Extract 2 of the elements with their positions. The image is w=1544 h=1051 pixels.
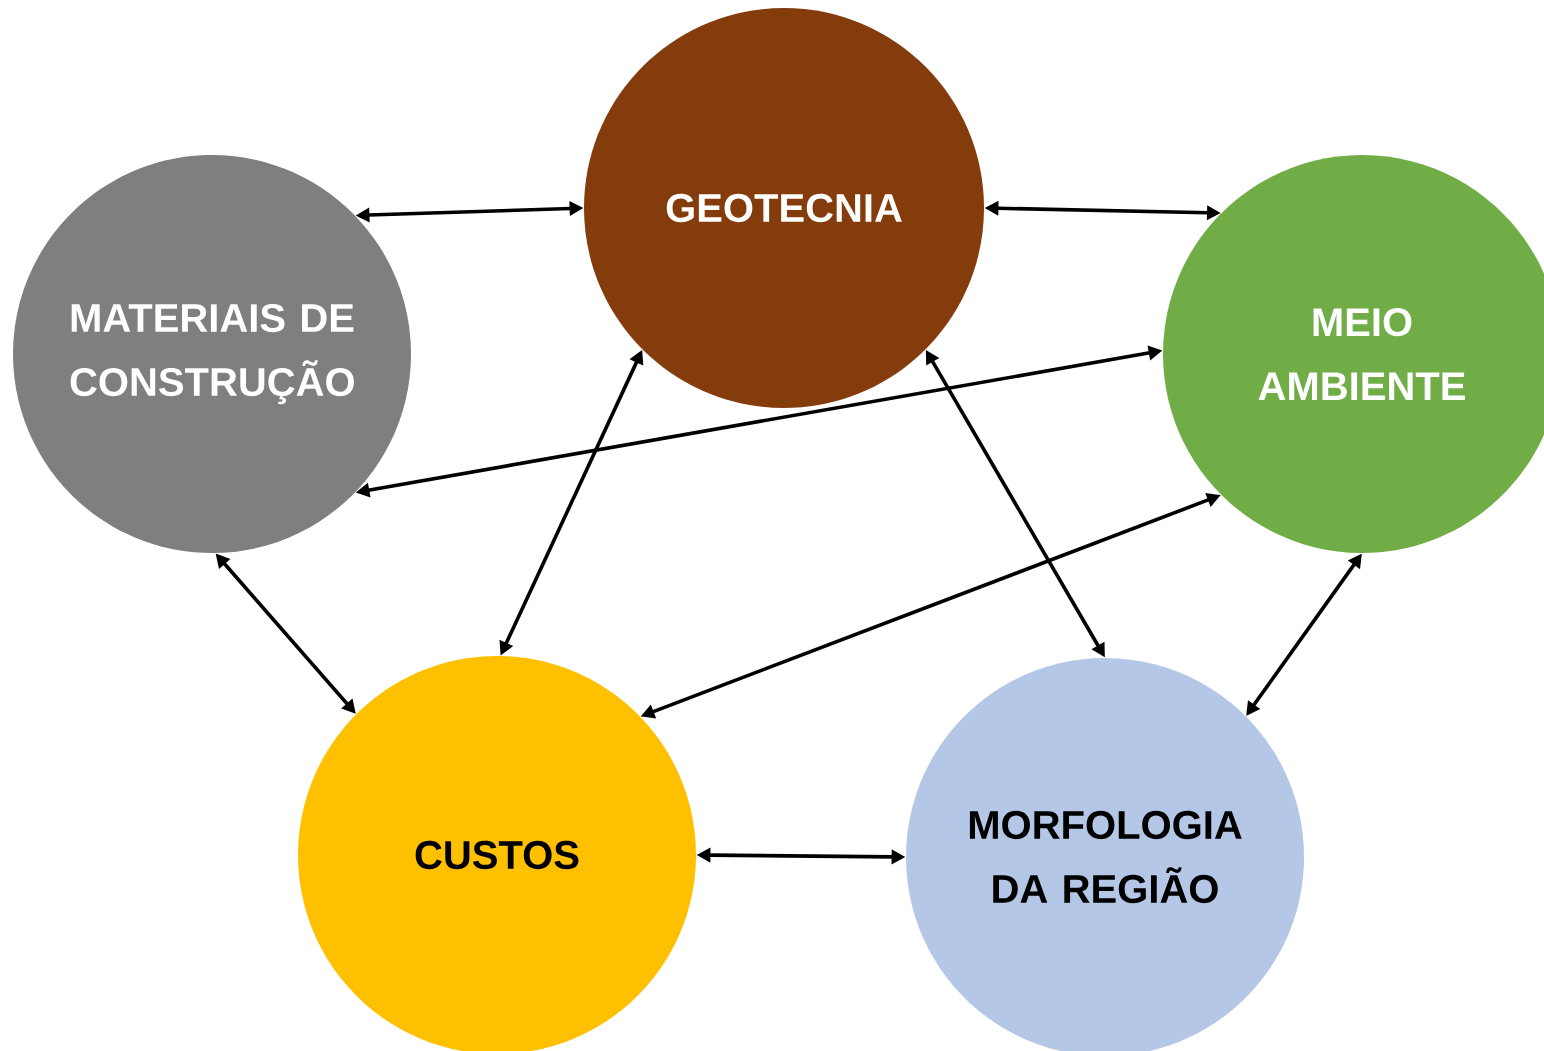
circle-node: MATERIAIS DE CONSTRUÇÃO (13, 155, 411, 553)
circle-node: GEOTECNIA (584, 8, 984, 408)
